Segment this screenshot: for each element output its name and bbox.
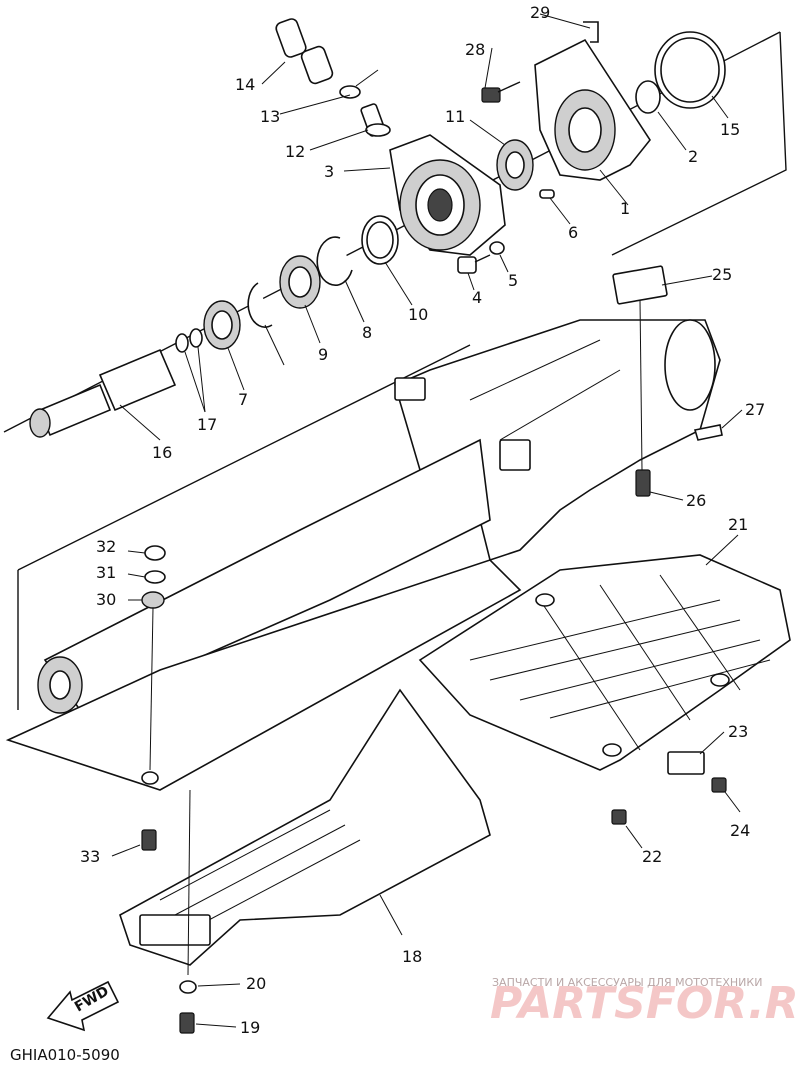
callout-21: 21: [728, 515, 748, 534]
base-plate: [5, 559, 522, 791]
callout-3: 3: [324, 162, 334, 181]
nut-part-32: [144, 545, 166, 561]
oring-part-2: [635, 80, 661, 114]
bolt-part-24: [711, 777, 727, 793]
bolt-part-28: [481, 81, 521, 103]
callout-13: 13: [260, 107, 280, 126]
callout-1: 1: [620, 199, 630, 218]
callout-labels: 29 28 14 13 11 15 2 12 3 1 6 5 4 10 8 9 …: [80, 3, 765, 1037]
collar-part-14: [275, 18, 334, 85]
callout-12: 12: [285, 142, 305, 161]
watermark-tagline: ЗАПЧАСТИ И АКСЕССУАРЫ ДЛЯ МОТОТЕХНИКИ: [492, 976, 762, 989]
callout-6: 6: [568, 223, 578, 242]
callout-16: 16: [152, 443, 172, 462]
callout-33: 33: [80, 847, 100, 866]
bearing-housing-part-3: [389, 134, 506, 256]
clip-part-13: [339, 69, 379, 99]
watermark-logo: PARTSFOR.RU: [490, 978, 800, 1029]
bolt-part-26: [635, 469, 651, 497]
cover-part-1: [534, 38, 651, 181]
intake-grate-part-18: [119, 688, 491, 966]
callout-4: 4: [472, 288, 482, 307]
callout-15: 15: [720, 120, 740, 139]
callout-19: 19: [240, 1018, 260, 1037]
callout-18: 18: [402, 947, 422, 966]
seal-part-7: [203, 300, 241, 350]
callout-29: 29: [530, 3, 550, 22]
callout-26: 26: [686, 491, 706, 510]
clip-part-27: [693, 424, 723, 441]
pin-part-6: [539, 189, 555, 199]
callout-8: 8: [362, 323, 372, 342]
seal-part-11: [496, 139, 534, 191]
callout-10: 10: [408, 305, 428, 324]
washer-part-30: [141, 591, 165, 609]
washer-part-31: [144, 570, 166, 584]
leader-lines: [111, 13, 743, 1028]
callout-23: 23: [728, 722, 748, 741]
callout-17: 17: [197, 415, 217, 434]
spring-part-10: [361, 215, 399, 265]
callout-5: 5: [508, 271, 518, 290]
ride-plate-part-21: [418, 554, 791, 771]
callout-24: 24: [730, 821, 750, 840]
callout-20: 20: [246, 974, 266, 993]
callout-2: 2: [688, 147, 698, 166]
fwd-arrow-icon: FWD: [46, 980, 120, 1032]
nipple-part-12: [360, 103, 391, 137]
callout-27: 27: [745, 400, 765, 419]
bolt-part-19: [179, 1012, 195, 1034]
washer-part-20: [179, 980, 197, 994]
callout-22: 22: [642, 847, 662, 866]
oring-part-15: [654, 31, 726, 109]
callout-7: 7: [238, 390, 248, 409]
oring-part-17: [175, 328, 203, 353]
callout-31: 31: [96, 563, 116, 582]
clip-part-23: [667, 751, 705, 775]
callout-11: 11: [445, 107, 465, 126]
circlip-part-8b: [247, 282, 273, 328]
bearing-part-9: [279, 255, 321, 309]
circlip-part-8: [316, 236, 353, 286]
callout-9: 9: [318, 345, 328, 364]
bolt-part-22: [611, 809, 627, 825]
callout-32: 32: [96, 537, 116, 556]
bolt-part-4: [457, 254, 491, 274]
bolt-part-33: [141, 829, 157, 851]
callout-30: 30: [96, 590, 116, 609]
washer-part-5: [489, 241, 505, 255]
diagram-code: GHIA010-5090: [10, 1046, 120, 1064]
shaft-part-16: [29, 348, 177, 438]
plate-part-25: [612, 265, 668, 305]
callout-14: 14: [235, 75, 255, 94]
callout-25: 25: [712, 265, 732, 284]
callout-28: 28: [465, 40, 485, 59]
